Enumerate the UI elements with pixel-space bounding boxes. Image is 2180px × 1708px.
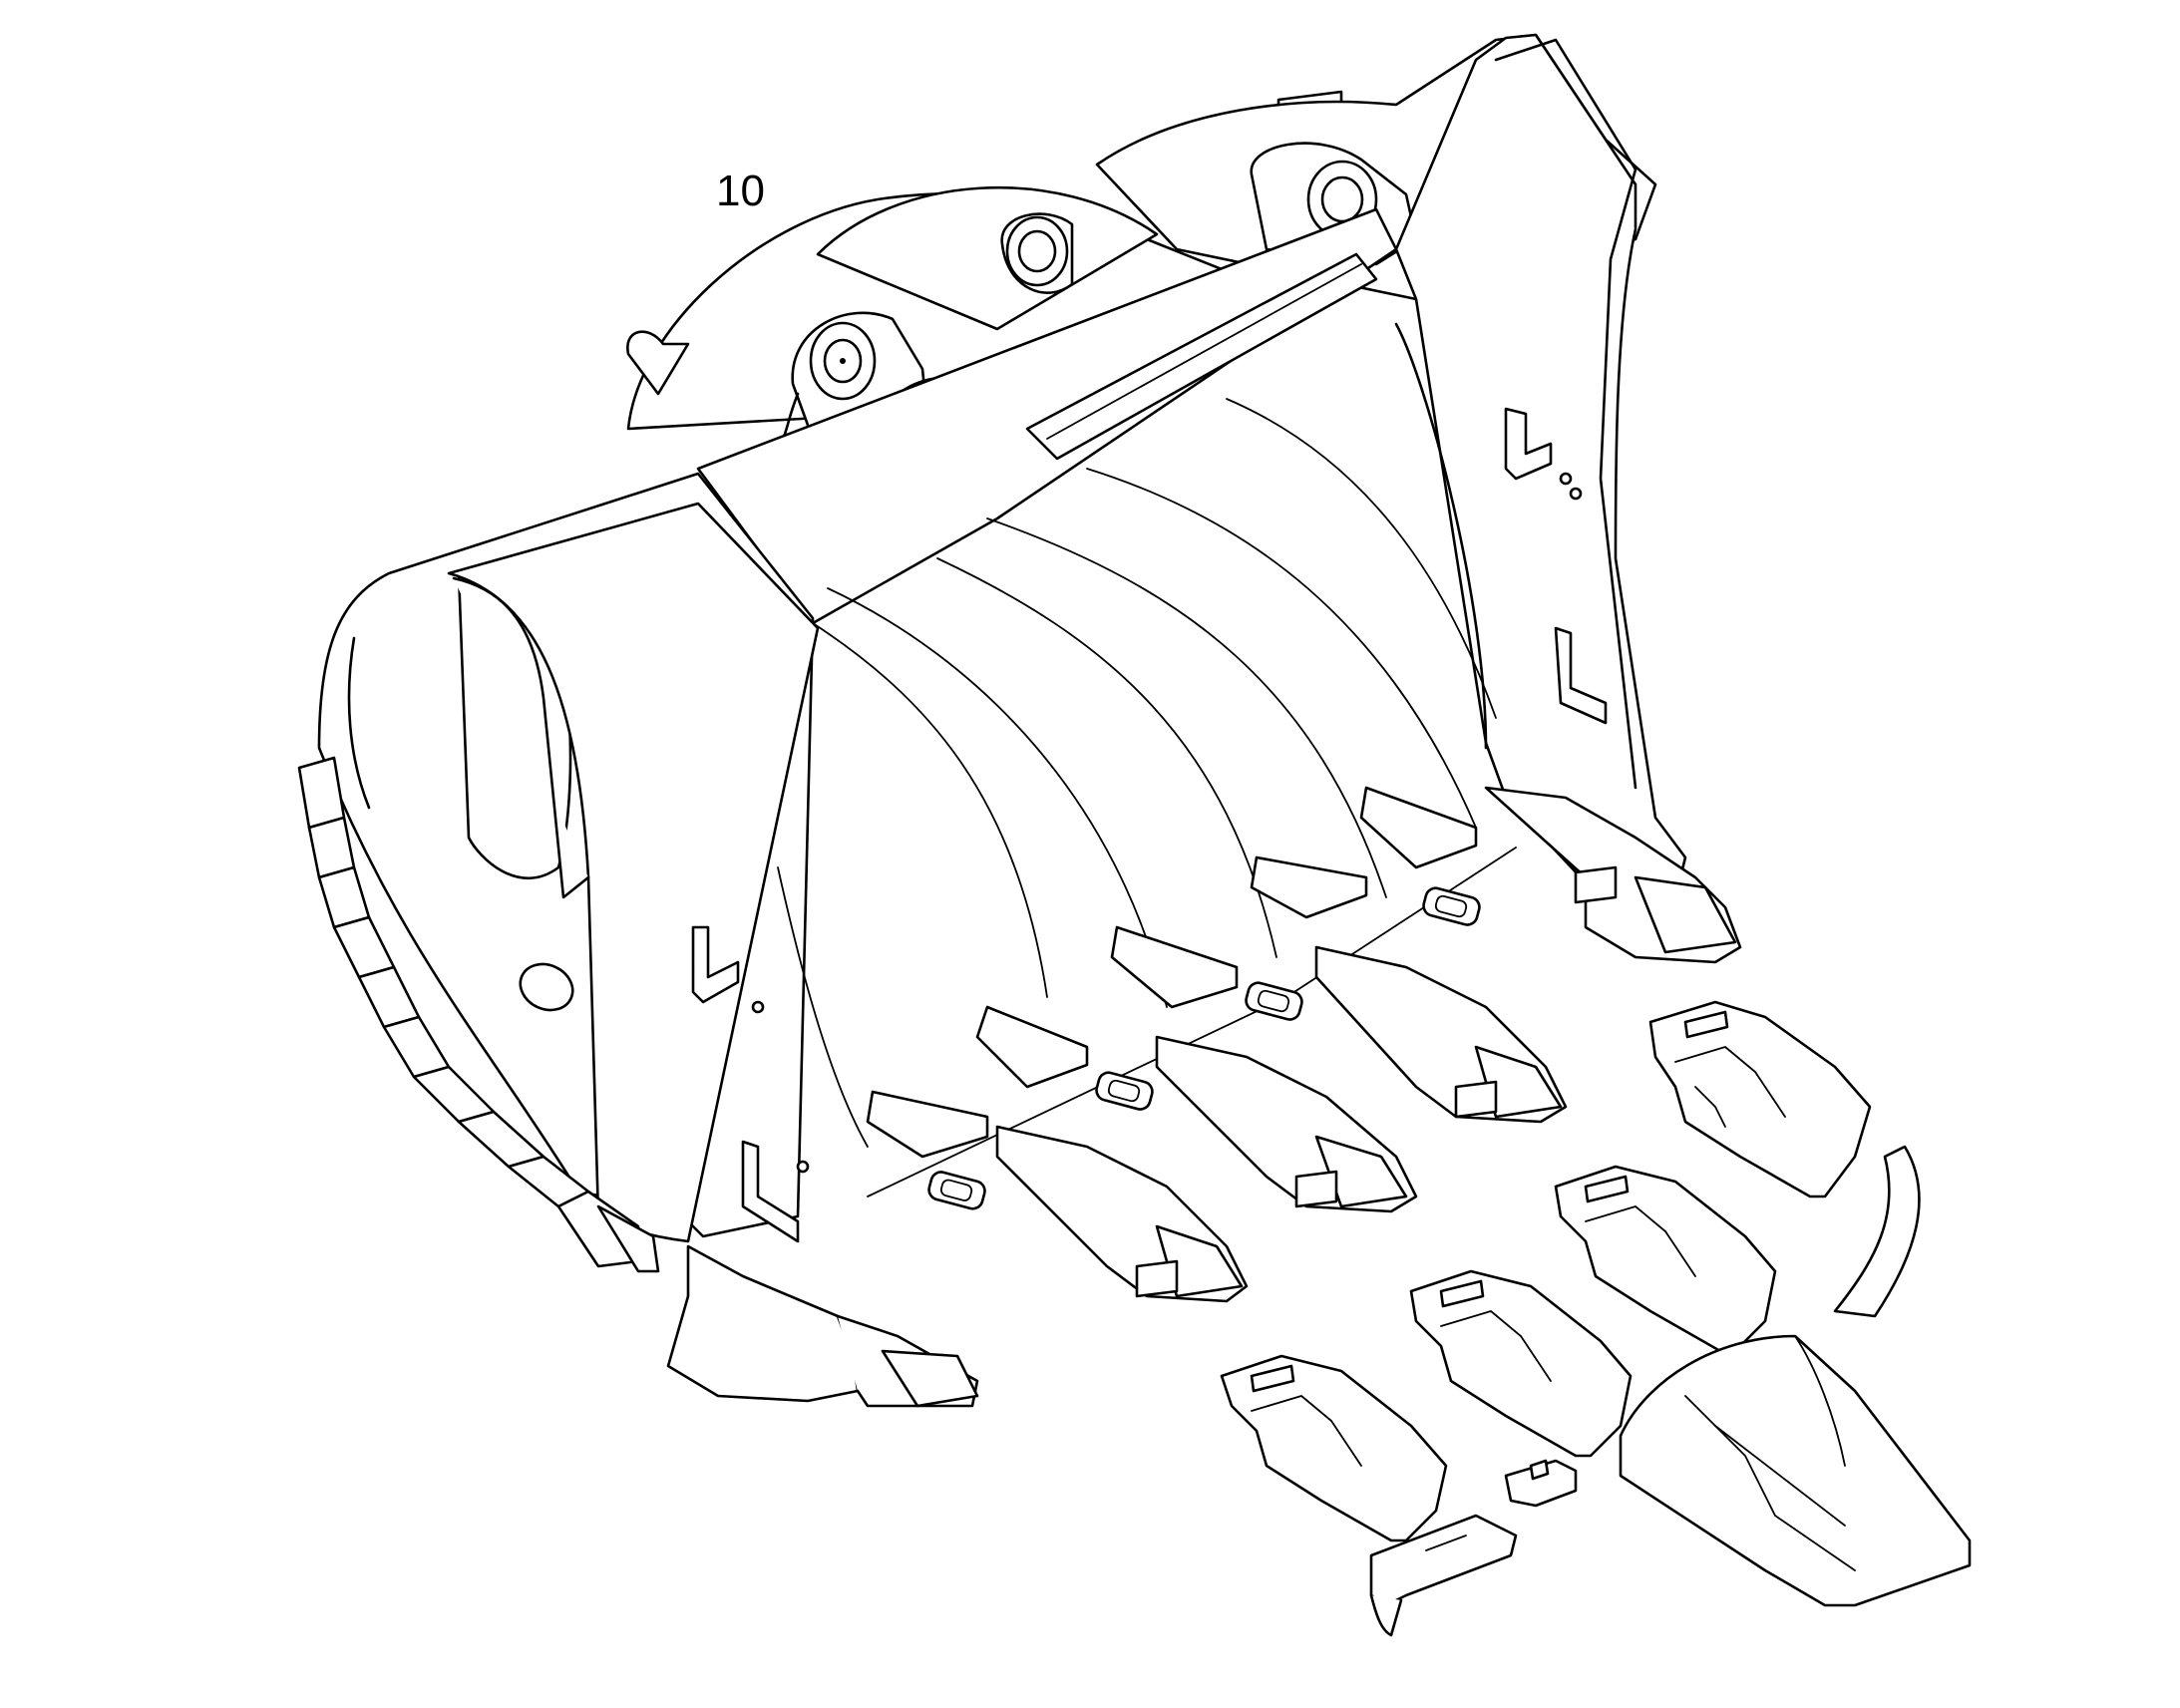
side-shroud: [1833, 1145, 1921, 1318]
retainer-pin: [1369, 1514, 1518, 1637]
bucket-shell: [317, 33, 1687, 1243]
side-cutters: [297, 756, 660, 1273]
tooth-3: [1409, 1269, 1633, 1458]
large-tooth-point: [1619, 1334, 1972, 1607]
tooth-adapters: [666, 786, 1742, 1408]
wear-markers: [691, 407, 1608, 1243]
lock-badges: [927, 886, 1481, 1210]
tooth-1: [1648, 1000, 1872, 1198]
interior-ribs: [777, 398, 1517, 1197]
retainer-lock: [1504, 1459, 1578, 1508]
callout-label: 10: [716, 167, 765, 215]
tooth-4: [1220, 1354, 1448, 1542]
exploded-teeth: [1220, 1000, 1972, 1637]
tooth-2: [1554, 1165, 1777, 1353]
